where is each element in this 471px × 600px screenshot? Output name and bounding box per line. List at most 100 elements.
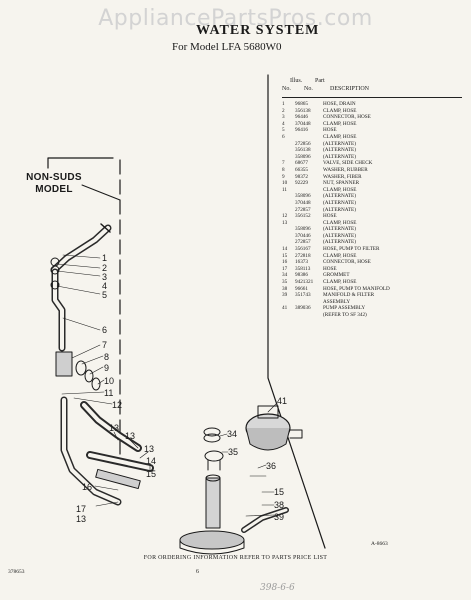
callout-5: 5 <box>102 290 107 300</box>
callout-15a: 15 <box>146 469 156 479</box>
description: HOSE, PUMP TO MANIFOLD <box>323 285 390 292</box>
description: CLAMP, HOSE <box>323 133 357 140</box>
part-no: 272857 <box>295 206 311 213</box>
description: CONNECTOR, HOSE <box>323 259 371 266</box>
table-row: 7 68677 VALVE, SIDE CHECK <box>282 160 462 167</box>
illus-no: 35 <box>282 279 288 286</box>
part-no: 370448 <box>295 199 311 206</box>
illus-no: 8 <box>282 166 285 173</box>
part-no: 272857 <box>295 239 311 246</box>
table-row: 356138 (ALTERNATE) <box>282 147 462 154</box>
description: CLAMP, HOSE <box>323 186 357 193</box>
part-no: 96661 <box>295 285 308 292</box>
description: (ALTERNATE) <box>323 193 356 200</box>
description: CLAMP, HOSE <box>323 279 357 286</box>
part-no: 272856 <box>295 140 311 147</box>
part-no: 272818 <box>295 252 311 259</box>
description: (ALTERNATE) <box>323 226 356 233</box>
description: GROMMET <box>323 272 350 279</box>
callout-39: 39 <box>274 512 284 522</box>
illus-no: 12 <box>282 213 288 220</box>
part-no: 68677 <box>295 160 308 167</box>
callout-38: 38 <box>274 500 284 510</box>
callout-41: 41 <box>277 396 287 406</box>
callout-2: 2 <box>102 263 107 273</box>
part-no: 96446 <box>295 114 308 121</box>
illus-no: 7 <box>282 160 285 167</box>
illus-no: 6 <box>282 133 285 140</box>
callout-35: 35 <box>228 447 238 457</box>
header-part: Part <box>315 78 325 84</box>
description: ASSEMBLY <box>323 298 351 305</box>
model-label-line2: MODEL <box>35 184 73 195</box>
part-no: 356167 <box>295 246 311 253</box>
description: HOSE <box>323 213 337 220</box>
part-no: 356138 <box>295 147 311 154</box>
callout-9: 9 <box>104 363 109 373</box>
illus-no: 41 <box>282 305 288 312</box>
part-no: 98386 <box>295 272 308 279</box>
description: (ALTERNATE) <box>323 147 356 154</box>
callout-13c: 13 <box>144 444 154 454</box>
callout-36: 36 <box>266 461 276 471</box>
description: (ALTERNATE) <box>323 199 356 206</box>
part-no: 358113 <box>295 265 311 272</box>
description: (ALTERNATE) <box>323 239 356 246</box>
illus-no: 4 <box>282 120 285 127</box>
callout-13a: 13 <box>109 423 119 433</box>
illus-no: 13 <box>282 219 288 226</box>
callout-6: 6 <box>102 325 107 335</box>
table-row: 370446(ALTERNATE) <box>282 233 462 240</box>
illus-no: 10 <box>282 180 288 187</box>
table-row: 6 CLAMP, HOSE <box>282 134 462 141</box>
description: CLAMP, HOSE <box>323 120 357 127</box>
description: VALVE, SIDE CHECK <box>323 160 373 167</box>
description: NUT, SPANNER <box>323 180 360 187</box>
part-no: 389036 <box>295 305 311 312</box>
page-title: WATER SYSTEM <box>196 23 320 38</box>
table-row: 272856(ALTERNATE) <box>282 141 462 148</box>
table-row: 11 CLAMP, HOSE <box>282 187 462 194</box>
callout-11: 11 <box>104 388 113 398</box>
illus-no: 17 <box>282 265 288 272</box>
description: HOSE <box>323 127 337 134</box>
callout-8: 8 <box>104 352 109 362</box>
illus-no: 1 <box>282 101 285 107</box>
illus-no: 5 <box>282 127 285 134</box>
callout-12: 12 <box>112 400 122 410</box>
illus-no: 11 <box>282 186 287 193</box>
part-no: 358096 <box>295 193 311 200</box>
watermark: AppliancePartsPros.com <box>98 6 373 31</box>
part-no: 351743 <box>295 292 311 299</box>
part-no: 66355 <box>295 166 308 173</box>
doc-code: 378653 <box>8 569 25 575</box>
callout-34: 34 <box>227 429 237 439</box>
part-no: 96416 <box>295 127 308 134</box>
description: CLAMP, HOSE <box>323 219 357 226</box>
table-row: 272857 (ALTERNATE) <box>282 239 462 246</box>
table-row: ASSEMBLY <box>282 299 462 306</box>
callout-17: 17 <box>76 504 86 514</box>
description: CONNECTOR, HOSE <box>323 114 371 121</box>
description: (REFER TO SF 342) <box>323 312 367 318</box>
callout-1: 1 <box>102 253 107 263</box>
callout-14: 14 <box>146 456 156 466</box>
table-row: 358096 (ALTERNATE) <box>282 193 462 200</box>
callout-3: 3 <box>102 272 107 282</box>
illus-no: 3 <box>282 114 285 121</box>
illus-no: 39 <box>282 292 288 299</box>
callout-13d: 13 <box>76 514 86 524</box>
callout-16: 16 <box>82 482 92 492</box>
table-row: (REFER TO SF 342) <box>282 312 462 319</box>
parts-table-header: Illus. Part No. No. DESCRIPTION <box>282 77 462 98</box>
model-label-line1: NON-SUDS <box>26 172 82 183</box>
description: HOSE <box>323 265 337 272</box>
figure-number: A-8663 <box>371 541 388 547</box>
